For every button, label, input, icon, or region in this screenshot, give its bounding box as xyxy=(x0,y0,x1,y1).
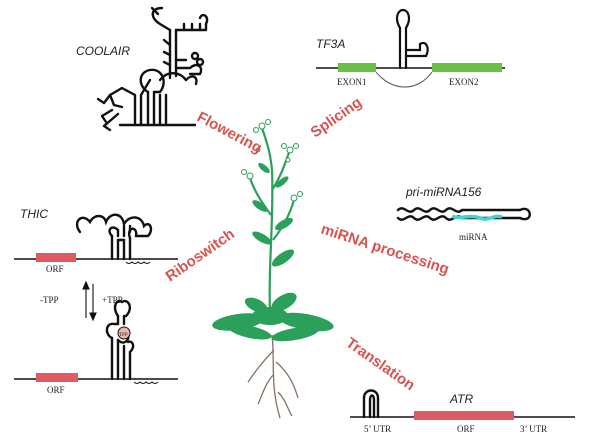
atr-mrna xyxy=(350,389,575,420)
mirna-processing-label: miRNA processing xyxy=(319,221,451,278)
mirna-label: miRNA xyxy=(459,232,488,242)
splicing-label: Splicing xyxy=(308,94,366,141)
mirna-segment xyxy=(451,214,503,221)
coolair-rna-structure xyxy=(96,6,209,132)
pri-mirna156-hairpin xyxy=(396,207,531,221)
tpp-ligand xyxy=(117,326,131,340)
minus-tpp-label: -TPP xyxy=(40,295,59,305)
atr-label: ATR xyxy=(449,392,473,406)
rosette-leaves xyxy=(212,292,334,342)
translation-label: Translation xyxy=(343,334,418,394)
orf-label-top: ORF xyxy=(46,264,64,274)
tf3a-splicing-structure xyxy=(316,8,505,88)
tf3a-label: TF3A xyxy=(316,37,345,51)
riboswitch-label: Riboswitch xyxy=(163,225,238,285)
cauline-leaves xyxy=(252,162,295,267)
thic-label: THIC xyxy=(20,207,48,221)
utr5-label: 5’ UTR xyxy=(364,424,391,434)
thic-orf-bottom xyxy=(36,373,78,382)
thic-top-state xyxy=(14,213,178,264)
tpp-ligand-label: TPP xyxy=(119,333,128,338)
exon1-label: EXON1 xyxy=(337,77,367,87)
pri-mirna156-label: pri-miRNA156 xyxy=(405,185,482,199)
exon2-box xyxy=(432,63,502,72)
coolair-label: COOLAIR xyxy=(76,44,130,58)
splice-arc xyxy=(375,71,433,88)
equilibrium-arrows xyxy=(82,280,97,322)
arabidopsis-plant xyxy=(212,119,334,419)
plant-flowers xyxy=(241,119,303,202)
plus-tpp-label: +TPP xyxy=(102,295,123,305)
exon2-label: EXON2 xyxy=(449,77,479,87)
utr3-label: 3’ UTR xyxy=(520,424,547,434)
exon1-box xyxy=(338,63,376,72)
atr-orf xyxy=(414,411,514,420)
orf-label-atr: ORF xyxy=(457,424,475,434)
orf-label-bottom: ORF xyxy=(47,385,65,395)
thic-bottom-state xyxy=(14,299,178,384)
flowering-label: Flowering xyxy=(194,109,265,157)
thic-orf-top xyxy=(36,253,76,262)
plant-roots xyxy=(247,334,299,419)
